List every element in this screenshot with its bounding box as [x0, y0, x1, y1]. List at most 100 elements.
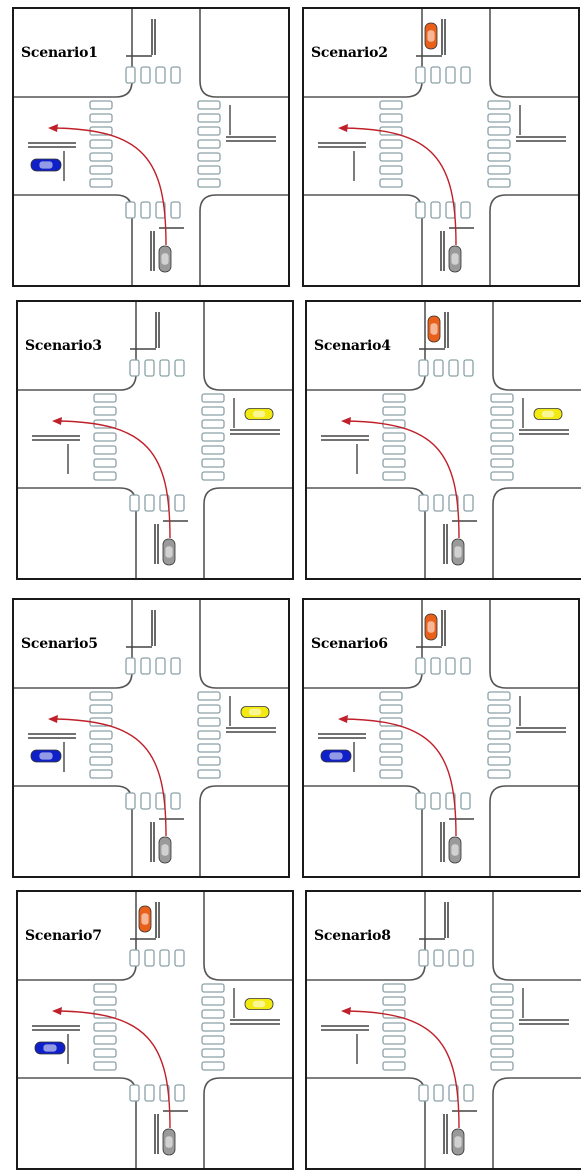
car-window	[451, 844, 459, 856]
road-edge	[203, 302, 292, 391]
car-window	[427, 30, 435, 42]
scenario-panel-5: Scenario5	[12, 598, 290, 878]
car-window	[541, 410, 555, 418]
crosswalk-stripe	[490, 445, 514, 455]
left-turn-path	[341, 127, 457, 246]
crosswalk-stripe	[89, 730, 113, 740]
scene-group	[18, 892, 292, 1168]
crosswalk-stripe	[93, 1048, 117, 1058]
crosswalk-stripe	[418, 494, 429, 512]
crosswalk-stripe	[418, 949, 429, 967]
intersection-diagram	[307, 892, 581, 1168]
crosswalk-stripe	[197, 126, 221, 136]
road-edge	[307, 487, 426, 578]
left-turn-path	[341, 718, 457, 837]
crosswalk-stripe	[487, 691, 511, 701]
crosswalk-stripe	[155, 657, 166, 675]
car-window	[252, 410, 266, 418]
ego-car	[162, 1128, 176, 1156]
crosswalk-stripe	[89, 704, 113, 714]
crosswalk-stripe	[379, 691, 403, 701]
crosswalk-stripe	[448, 359, 459, 377]
crosswalk-stripe	[415, 792, 426, 810]
road-edge	[304, 785, 423, 876]
crosswalk-stripe	[460, 792, 471, 810]
crosswalk-stripe	[487, 113, 511, 123]
crosswalk-stripe	[93, 458, 117, 468]
crosswalk-stripe	[197, 743, 221, 753]
road-edge	[489, 600, 578, 689]
crosswalk-stripe	[460, 66, 471, 84]
crosswalk-stripe	[197, 704, 221, 714]
car-window	[451, 253, 459, 265]
scene-group	[304, 9, 578, 285]
crosswalk-stripe	[487, 100, 511, 110]
crosswalk-stripe	[197, 756, 221, 766]
crosswalk-stripe	[93, 432, 117, 442]
road-edge	[18, 1077, 137, 1168]
scenario-label: Scenario1	[20, 45, 99, 61]
crosswalk-stripe	[379, 165, 403, 175]
crosswalk-stripe	[382, 1061, 406, 1071]
crosswalk-stripe	[487, 769, 511, 779]
crosswalk-stripe	[379, 152, 403, 162]
crosswalk-stripe	[490, 393, 514, 403]
crosswalk-stripe	[197, 730, 221, 740]
path-arrowhead	[338, 124, 348, 132]
crosswalk-stripe	[382, 458, 406, 468]
crosswalk-stripe	[129, 494, 140, 512]
crosswalk-stripe	[463, 1084, 474, 1102]
crosswalk-stripe	[125, 792, 136, 810]
crosswalk-stripe	[487, 139, 511, 149]
crosswalk-stripe	[463, 494, 474, 512]
crosswalk-stripe	[89, 756, 113, 766]
intersection-diagram	[14, 600, 288, 876]
crosswalk-stripe	[89, 743, 113, 753]
road-edge	[14, 785, 133, 876]
crosswalk-stripe	[201, 1048, 225, 1058]
scenario-label: Scenario5	[20, 636, 99, 652]
crosswalk-stripe	[170, 792, 181, 810]
scene-group	[307, 892, 581, 1168]
crosswalk-stripe	[201, 458, 225, 468]
crosswalk-stripe	[197, 691, 221, 701]
crosswalk-stripe	[201, 1009, 225, 1019]
crosswalk-stripe	[430, 792, 441, 810]
crosswalk-stripe	[93, 1022, 117, 1032]
oncoming-car-top	[427, 315, 441, 343]
crosswalk-stripe	[197, 139, 221, 149]
crosswalk-stripe	[89, 139, 113, 149]
crosswalk-stripe	[197, 113, 221, 123]
left-turn-path	[51, 127, 167, 246]
scenario-panel-7: Scenario7	[16, 890, 294, 1170]
crosswalk-stripe	[418, 1084, 429, 1102]
crosswalk-stripe	[430, 66, 441, 84]
crosswalk-stripe	[201, 393, 225, 403]
crosswalk-stripe	[201, 445, 225, 455]
crosswalk-stripe	[490, 1035, 514, 1045]
crosswalk-stripe	[490, 419, 514, 429]
path-arrowhead	[338, 715, 348, 723]
crosswalk-stripe	[93, 406, 117, 416]
left-turn-path	[55, 1010, 171, 1129]
scenario-label: Scenario7	[24, 928, 103, 944]
crosswalk-stripe	[490, 996, 514, 1006]
road-edge	[199, 9, 288, 98]
crosswalk-stripe	[140, 657, 151, 675]
crosswalk-stripe	[379, 113, 403, 123]
car-window	[248, 708, 262, 716]
car-window	[427, 621, 435, 633]
scenario-label: Scenario4	[313, 338, 392, 354]
crosswalk-stripe	[125, 66, 136, 84]
crosswalk-stripe	[201, 1022, 225, 1032]
crosswalk-stripe	[379, 756, 403, 766]
crosswalk-stripe	[144, 494, 155, 512]
crosswalk-stripe	[201, 419, 225, 429]
crosswalk-stripe	[89, 165, 113, 175]
car-window	[161, 253, 169, 265]
path-arrowhead	[341, 417, 351, 425]
ego-car	[158, 836, 172, 864]
scenario-panel-1: Scenario1	[12, 7, 290, 287]
intersection-diagram	[18, 892, 292, 1168]
crosswalk-stripe	[382, 406, 406, 416]
